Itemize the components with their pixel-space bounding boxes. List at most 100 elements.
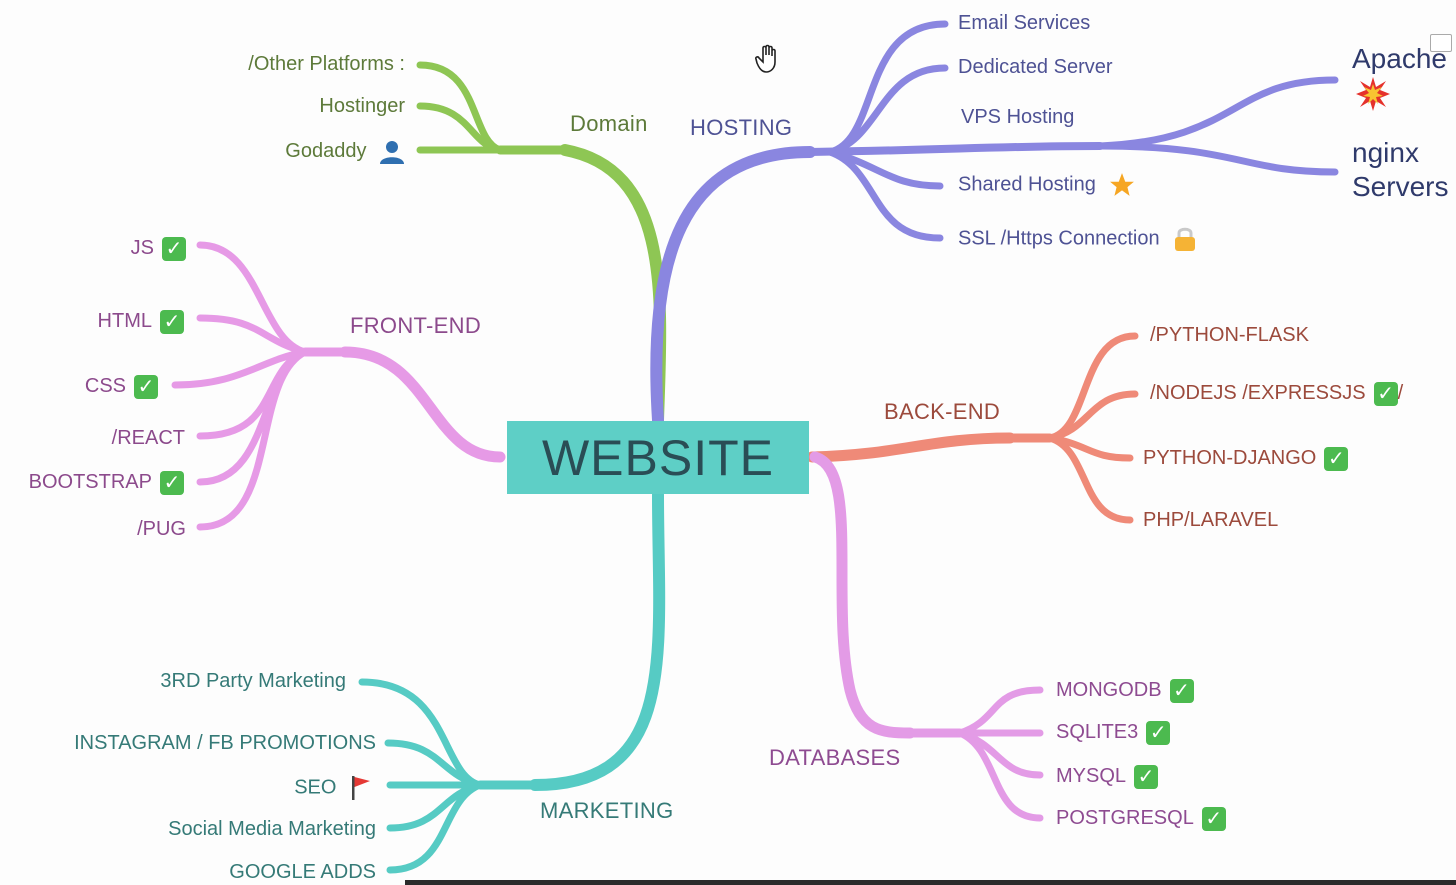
domain-item[interactable]: Hostinger (319, 94, 405, 118)
frontend-item[interactable]: BOOTSTRAP✓ (29, 470, 184, 495)
domain-item[interactable]: Godaddy (285, 139, 404, 164)
backend-item[interactable]: /PYTHON-FLASK (1150, 323, 1309, 347)
frontend-item[interactable]: /REACT (112, 426, 185, 450)
window-icon[interactable] (1430, 34, 1452, 52)
category-hosting[interactable]: HOSTING (690, 115, 793, 140)
frontend-item[interactable]: HTML ✓ (98, 309, 184, 334)
vps-child-label: nginx Servers (1352, 137, 1449, 202)
branch-frontend-trunk (339, 346, 506, 463)
check-icon: ✓ (1134, 764, 1159, 789)
databases-item[interactable]: MYSQL ✓ (1056, 764, 1159, 789)
branch-hosting-item-2 (806, 142, 1104, 156)
branch-frontend-item-0 (196, 241, 309, 356)
hosting-item[interactable]: Email Services (958, 11, 1090, 35)
branch-hosting-trunk (650, 146, 816, 426)
center-node-website[interactable]: WEBSITE (507, 421, 809, 494)
branch-backend-trunk (806, 432, 1016, 463)
category-frontend[interactable]: FRONT-END (350, 313, 482, 338)
hosting-item-label: VPS Hosting (961, 106, 1075, 128)
branch-hosting-item-4 (826, 148, 944, 242)
explosion-icon (1356, 77, 1390, 111)
category-databases[interactable]: DATABASES (769, 745, 901, 770)
branch-domain-item-1 (416, 102, 504, 154)
databases-item[interactable]: POSTGRESQL ✓ (1056, 806, 1226, 831)
hosting-item-label: Shared Hosting (958, 173, 1096, 196)
branch-marketing-item-1 (384, 739, 484, 789)
hosting-item-label: Email Services (958, 12, 1091, 34)
backend-item[interactable]: PYTHON-DJANGO ✓ (1143, 446, 1349, 471)
hosting-item[interactable]: VPS Hosting (961, 105, 1074, 129)
star-icon (1110, 173, 1135, 196)
frontend-item[interactable]: JS✓ (131, 236, 186, 261)
check-icon: ✓ (134, 374, 158, 399)
backend-item-label: /PYTHON-FLASK (1150, 324, 1309, 346)
category-domain[interactable]: Domain (570, 111, 648, 136)
databases-item-label: POSTGRESQL (1056, 807, 1194, 829)
marketing-item[interactable]: INSTAGRAM / FB PROMOTIONS (74, 731, 376, 755)
domain-item-label: Hostinger (319, 95, 405, 117)
hosting-item[interactable]: Dedicated Server (958, 55, 1113, 79)
hand-cursor-icon (755, 44, 776, 73)
branch-backend-item-1 (1046, 390, 1139, 442)
branch-backend-item-3 (1046, 434, 1134, 524)
hosting-item-label: Dedicated Server (958, 56, 1113, 78)
branch-frontend-item-1 (196, 314, 309, 356)
branch-frontend-item-2 (171, 348, 309, 389)
user-icon (380, 140, 404, 164)
category-backend[interactable]: BACK-END (884, 399, 1001, 424)
branch-hosting-vps-nginx (1096, 142, 1339, 176)
domain-item[interactable]: /Other Platforms : (248, 52, 405, 76)
branch-hosting-vps-apache (1096, 76, 1339, 150)
center-node-label: WEBSITE (541, 429, 775, 486)
check-icon: ✓ (160, 470, 184, 495)
vps-child-nginx[interactable]: nginx Servers (1352, 136, 1456, 204)
check-icon: ✓ (1201, 806, 1226, 831)
bottom-bar (405, 880, 1456, 885)
branch-marketing-trunk (529, 489, 666, 791)
branch-frontend-item-5 (196, 348, 309, 531)
databases-item[interactable]: MONGODB ✓ (1056, 678, 1194, 703)
branch-hosting-item-0 (826, 20, 949, 156)
marketing-item[interactable]: SEO (294, 775, 372, 801)
frontend-item-label: JS (130, 237, 154, 259)
frontend-item[interactable]: /PUG (137, 517, 186, 541)
branch-databases-trunk (809, 451, 916, 739)
marketing-item[interactable]: Social Media Marketing (168, 817, 376, 841)
branch-hosting-item-1 (826, 64, 949, 156)
frontend-item-label: HTML (97, 310, 152, 332)
databases-item-label: MONGODB (1056, 679, 1162, 701)
branch-backend-item-0 (1046, 332, 1139, 442)
backend-item[interactable]: /NODEJS /EXPRESSJS✓/ (1150, 381, 1403, 406)
domain-item-label: Godaddy (285, 140, 367, 162)
hosting-item[interactable]: Shared Hosting (958, 172, 1135, 198)
check-icon: ✓ (1169, 678, 1194, 703)
marketing-item[interactable]: GOOGLE ADDS (229, 860, 376, 884)
backend-item-label: /NODEJS /EXPRESSJS (1150, 382, 1366, 404)
hosting-item[interactable]: SSL /Https Connection (958, 226, 1197, 252)
databases-item[interactable]: SQLITE3 ✓ (1056, 720, 1171, 745)
backend-item-suffix: / (1397, 382, 1404, 404)
frontend-item-label: /REACT (111, 427, 185, 449)
branch-databases-item-0 (956, 686, 1044, 737)
check-icon: ✓ (1146, 720, 1171, 745)
check-icon: ✓ (160, 309, 184, 334)
frontend-item-label: CSS (84, 375, 126, 397)
marketing-item-label: Social Media Marketing (168, 818, 376, 840)
frontend-item-label: /PUG (137, 518, 186, 540)
marketing-item[interactable]: 3RD Party Marketing (160, 669, 346, 693)
frontend-item[interactable]: CSS ✓ (85, 374, 158, 399)
lock-icon (1175, 227, 1196, 251)
backend-item-label: PHP/LARAVEL (1143, 509, 1279, 531)
check-icon: ✓ (1324, 446, 1349, 471)
domain-item-label: /Other Platforms : (248, 53, 405, 75)
marketing-item-label: GOOGLE ADDS (229, 861, 376, 883)
databases-item-label: SQLITE3 (1056, 721, 1139, 743)
backend-item-label: PYTHON-DJANGO (1143, 447, 1317, 469)
marketing-item-label: INSTAGRAM / FB PROMOTIONS (74, 732, 376, 754)
category-marketing[interactable]: MARKETING (540, 798, 674, 823)
branch-databases-item-3 (956, 729, 1044, 822)
backend-item[interactable]: PHP/LARAVEL (1143, 508, 1278, 532)
branch-marketing-item-0 (358, 678, 484, 789)
databases-item-label: MYSQL (1056, 765, 1127, 787)
